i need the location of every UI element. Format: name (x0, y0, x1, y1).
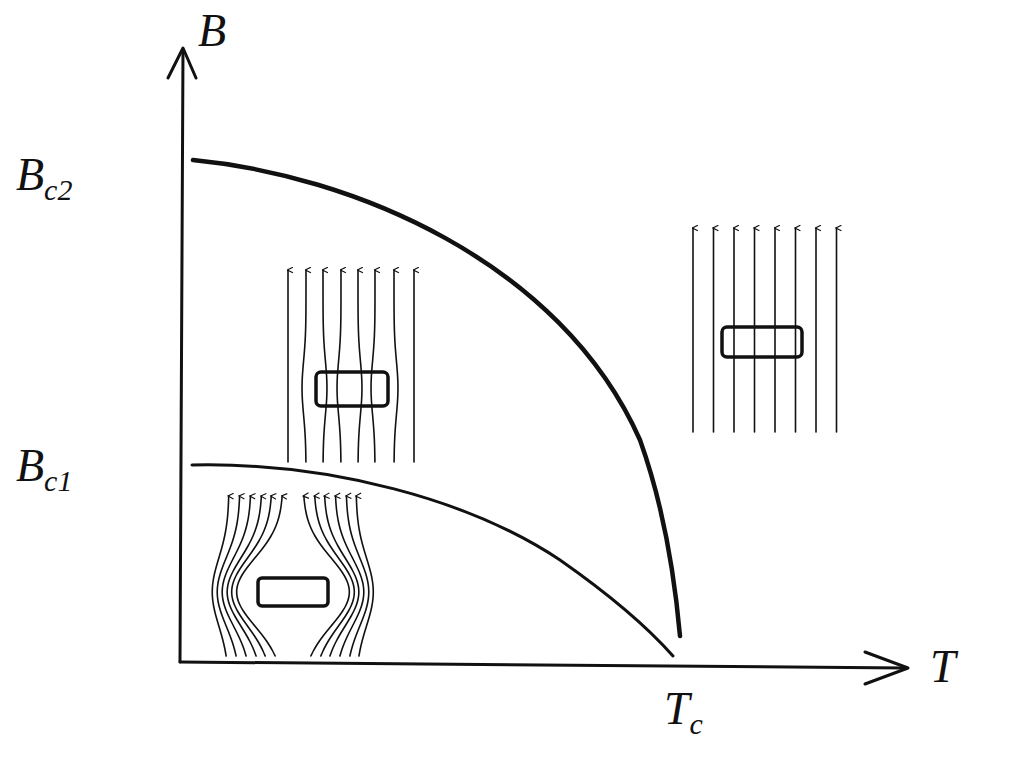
field-line (754, 228, 756, 432)
meissner-state-inset (212, 496, 373, 656)
field-line (358, 270, 362, 462)
sample (316, 372, 388, 406)
axes (168, 48, 908, 684)
field-line (795, 228, 797, 432)
field-line (733, 228, 735, 432)
mixed-state-inset (288, 270, 414, 462)
critical-field-label: Bc2 (16, 152, 72, 198)
field-line (212, 496, 228, 656)
normal-state-inset (693, 228, 837, 432)
y-axis-arrow (168, 48, 196, 78)
field-line (302, 270, 306, 462)
field-line (227, 496, 261, 656)
axis-label: T (930, 644, 956, 690)
field-line (836, 228, 838, 432)
field-line (815, 228, 817, 432)
field-line (325, 496, 359, 656)
field-line (304, 496, 349, 656)
field-line (371, 270, 375, 462)
field-line (413, 270, 415, 462)
x-axis-arrow (865, 652, 908, 684)
bc2-curve (193, 160, 680, 636)
field-line (774, 228, 776, 432)
field-line (337, 270, 341, 462)
field-line (232, 496, 272, 656)
x-axis (180, 662, 905, 668)
field-line (692, 228, 694, 432)
field-line (323, 270, 327, 462)
sample (258, 578, 328, 606)
critical-field-label: Bc1 (16, 443, 72, 489)
axis-label: B (198, 8, 226, 54)
field-line (237, 496, 282, 656)
critical-temperature-label: Tc (664, 686, 703, 732)
field-line (287, 270, 289, 462)
bc1-curve (192, 465, 673, 656)
field-line (713, 228, 715, 432)
field-line (394, 270, 398, 462)
field-line (336, 496, 364, 656)
y-axis (180, 50, 183, 662)
sample (722, 327, 802, 357)
field-line (356, 496, 373, 656)
